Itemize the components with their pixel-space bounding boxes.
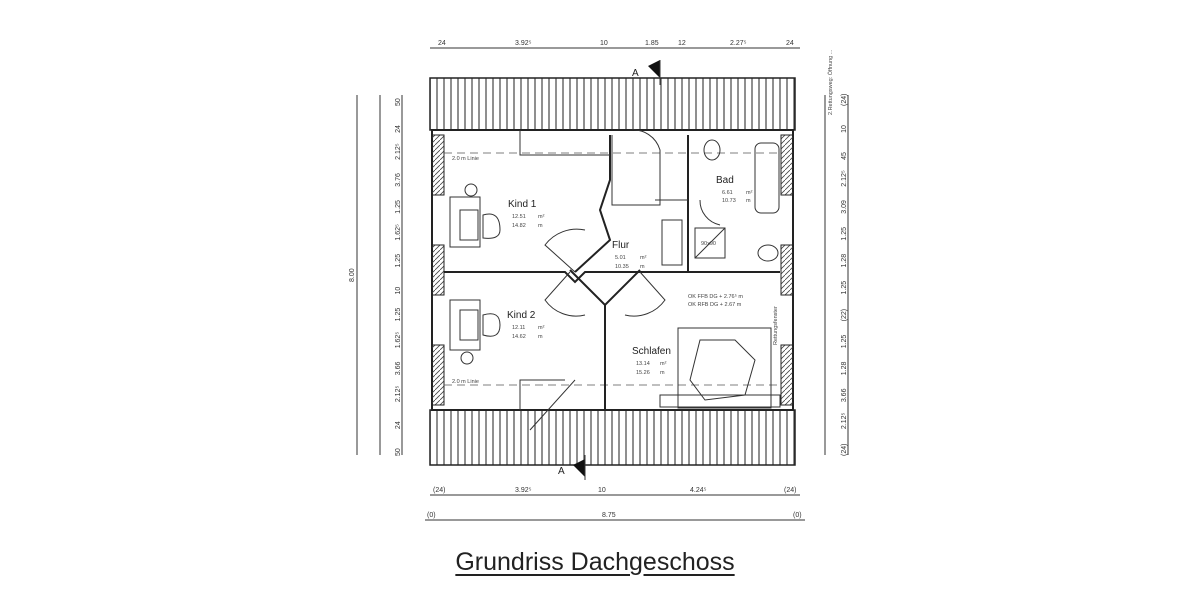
svg-text:Bad: Bad bbox=[716, 175, 734, 186]
dim: 24 bbox=[438, 40, 446, 47]
svg-text:12.51: 12.51 bbox=[512, 214, 526, 220]
dim: (24) bbox=[841, 94, 848, 106]
dim: 2.12⁵ bbox=[395, 386, 402, 403]
dim: 45 bbox=[841, 152, 848, 160]
svg-text:m²: m² bbox=[538, 325, 545, 331]
svg-text:m²: m² bbox=[640, 255, 647, 261]
dim: 1.25 bbox=[395, 308, 402, 322]
dim: 2.12⁵ bbox=[841, 412, 848, 429]
dim: (22) bbox=[841, 309, 848, 321]
svg-text:14.82: 14.82 bbox=[512, 223, 526, 229]
room-kind-1: Kind 1 12.51 m² 14.82 m bbox=[508, 199, 545, 229]
dim: 3.66 bbox=[395, 361, 402, 375]
dim: 10 bbox=[598, 487, 606, 494]
line-label: 2.0 m Linie bbox=[452, 156, 479, 162]
dim: 8.00 bbox=[349, 268, 356, 282]
dim: 10 bbox=[395, 287, 402, 295]
room-flur: Flur 5.01 m² 10.35 m bbox=[612, 240, 647, 270]
dim: 24 bbox=[395, 125, 402, 133]
level-label: OK FFB DG + 2.76⁵ m bbox=[688, 293, 743, 300]
dim: 12 bbox=[678, 40, 686, 47]
dim: 10 bbox=[841, 125, 848, 133]
dim: 3.92⁵ bbox=[515, 40, 532, 47]
dim: (0) bbox=[427, 512, 436, 519]
dim: 1.25 bbox=[395, 200, 402, 214]
svg-text:m: m bbox=[640, 264, 645, 270]
dim: 24 bbox=[395, 421, 402, 429]
svg-text:m: m bbox=[660, 370, 665, 376]
svg-text:m²: m² bbox=[660, 361, 667, 367]
drawing-title: Grundriss Dachgeschoss bbox=[455, 548, 735, 576]
room-bad: Bad 6.61 m² 10.73 m bbox=[716, 175, 753, 204]
svg-text:Schlafen: Schlafen bbox=[632, 346, 671, 357]
shower-label: 90x90 bbox=[701, 241, 716, 247]
dim: 1.25 bbox=[395, 254, 402, 268]
svg-text:12.11: 12.11 bbox=[512, 325, 525, 331]
room-kind-2: Kind 2 12.11 m² 14.62 m bbox=[507, 310, 545, 340]
dim: 1.85 bbox=[645, 40, 659, 47]
dim: 1.28 bbox=[841, 361, 848, 375]
dim: 2.12⁵ bbox=[395, 143, 402, 160]
dim: (24) bbox=[784, 487, 796, 494]
dim: 2.12⁵ bbox=[841, 170, 848, 187]
svg-text:14.62: 14.62 bbox=[512, 334, 526, 340]
dim: 1.25 bbox=[841, 227, 848, 241]
section-mark-top: A bbox=[632, 68, 639, 79]
dim: (24) bbox=[433, 487, 445, 494]
dim: 2.27⁵ bbox=[730, 40, 747, 47]
dim: 3.76 bbox=[395, 173, 402, 187]
level-label: OK RFB DG + 2.67 m bbox=[688, 302, 742, 308]
dim: (24) bbox=[841, 444, 848, 456]
dim: 50 bbox=[395, 448, 402, 456]
svg-text:m: m bbox=[538, 334, 543, 340]
svg-text:m²: m² bbox=[746, 190, 753, 196]
dim: 1.28 bbox=[841, 254, 848, 268]
dim: 4.24⁵ bbox=[690, 487, 707, 494]
dim: 8.75 bbox=[602, 512, 616, 519]
svg-text:Flur: Flur bbox=[612, 240, 630, 251]
dim: 24 bbox=[786, 40, 794, 47]
svg-text:13.14: 13.14 bbox=[636, 361, 650, 367]
svg-text:10.73: 10.73 bbox=[722, 198, 736, 204]
dim: 3.92⁵ bbox=[515, 487, 532, 494]
rescue-window-label: Rettungsfenster bbox=[773, 306, 779, 345]
dim: (0) bbox=[793, 512, 802, 519]
roof-bottom bbox=[429, 409, 796, 466]
dim: 1.62⁵ bbox=[395, 224, 402, 241]
svg-text:m: m bbox=[538, 223, 543, 229]
svg-text:15.26: 15.26 bbox=[636, 370, 650, 376]
line-label: 2.0 m Linie bbox=[452, 379, 479, 385]
dim: 1.62⁵ bbox=[395, 332, 402, 349]
room-schlafen: Schlafen 13.14 m² 15.26 m bbox=[632, 346, 671, 376]
svg-text:Kind 1: Kind 1 bbox=[508, 199, 537, 210]
dim: 1.25 bbox=[841, 281, 848, 295]
section-mark-bottom: A bbox=[558, 466, 565, 477]
svg-text:m²: m² bbox=[538, 214, 545, 220]
note-text: 2.Rettungsweg: Öffnung ... bbox=[827, 49, 834, 115]
svg-text:m: m bbox=[746, 198, 751, 204]
svg-text:6.61: 6.61 bbox=[722, 190, 733, 196]
dim: 3.66 bbox=[841, 388, 848, 402]
svg-text:5.01: 5.01 bbox=[615, 255, 626, 261]
dim: 3.09 bbox=[841, 200, 848, 214]
roof-top bbox=[429, 77, 796, 131]
dim: 10 bbox=[600, 40, 608, 47]
svg-text:10.35: 10.35 bbox=[615, 264, 629, 270]
dim: 1.25 bbox=[841, 335, 848, 349]
svg-text:Kind 2: Kind 2 bbox=[507, 310, 536, 321]
dim: 50 bbox=[395, 98, 402, 106]
